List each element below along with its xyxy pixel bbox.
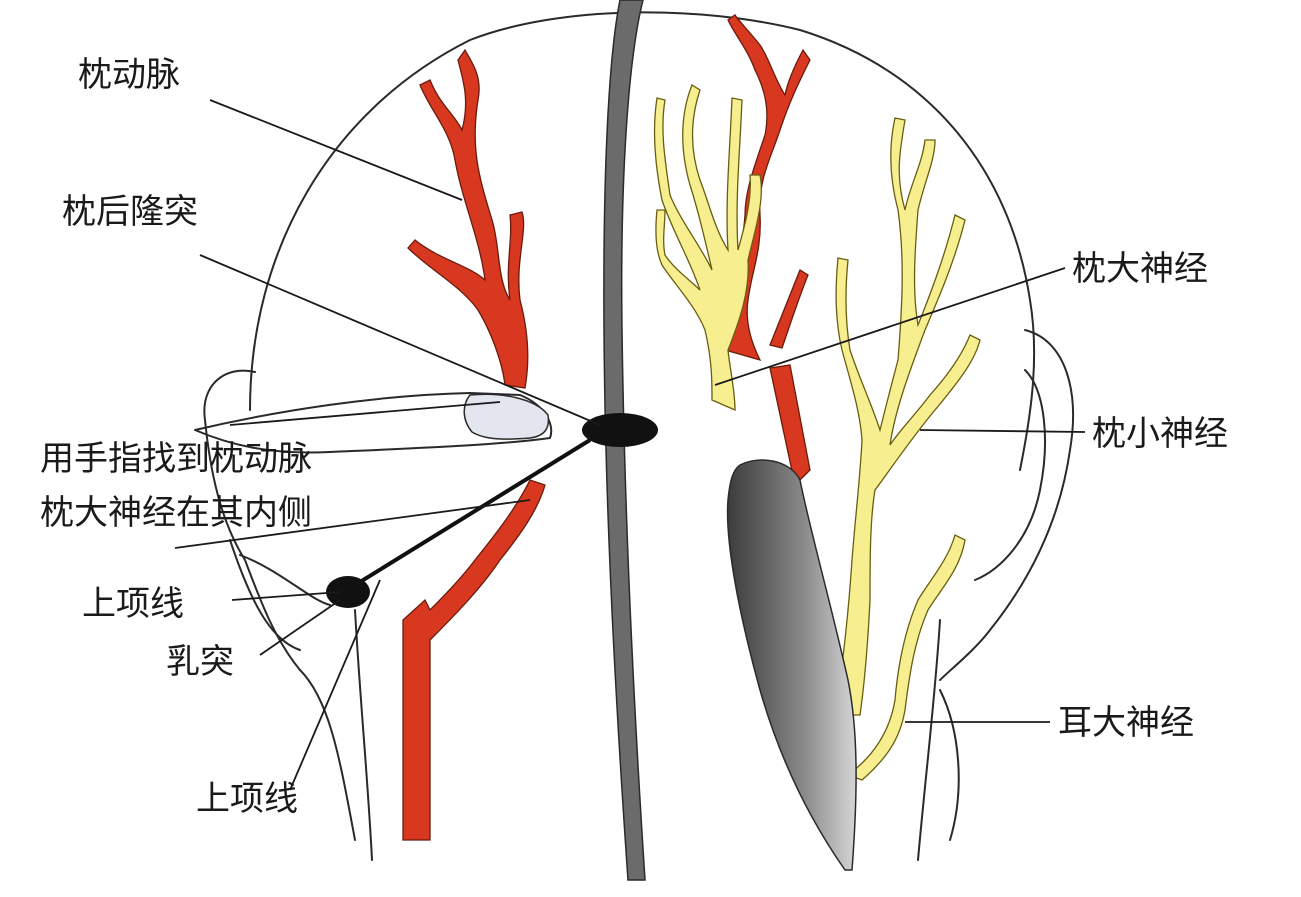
left-ear-outline: [203, 369, 301, 671]
leader-superior-nuchal-line-1: [231, 591, 341, 601]
right-ear-outline: [939, 329, 1074, 681]
leader-mastoid: [259, 599, 341, 656]
fingernail: [463, 393, 550, 440]
leader-occipital-artery: [209, 99, 463, 201]
skull-outline: [249, 11, 1036, 471]
leader-lesser-occipital-nerve: [919, 429, 1086, 433]
leader-greater-occipital-nerve: [714, 267, 1066, 386]
label-occipital-artery: 枕动脉: [78, 55, 180, 95]
neck-left-inner: [354, 609, 373, 861]
right-ear-inner: [974, 369, 1046, 581]
neck-right-outer: [917, 619, 941, 861]
label-find-artery-line1: 用手指找到枕动脉: [40, 439, 312, 479]
left-occipital-artery: [407, 48, 529, 389]
leader-find-artery-line1: [229, 401, 501, 426]
finger-outline: [194, 392, 553, 454]
mastoid-contour: [229, 539, 301, 651]
mastoid-marker: [326, 576, 370, 608]
label-lesser-occipital-nerve: 枕小神经: [1092, 414, 1228, 454]
label-superior-nuchal-line-2: 上项线: [196, 779, 298, 819]
great-auricular-nerve: [846, 534, 966, 781]
label-great-auricular-nerve: 耳大神经: [1058, 703, 1194, 743]
lesser-occipital-nerve: [834, 117, 981, 716]
label-greater-occipital-nerve: 枕大神经: [1072, 249, 1208, 289]
leader-superior-nuchal-line-2: [289, 579, 381, 791]
neck-right-ear-lobe: [939, 689, 960, 841]
neck-left-outer: [299, 669, 356, 841]
label-external-occipital-protuberance: 枕后隆突: [62, 192, 198, 232]
label-mastoid: 乳突: [166, 642, 234, 682]
label-superior-nuchal-line-1: 上项线: [82, 584, 184, 624]
mastoid-pointer-line: [358, 438, 592, 584]
trapezius-muscle-shape: [726, 459, 857, 871]
leader-find-artery-line2: [174, 499, 531, 549]
midline-structure: [603, 0, 646, 881]
left-occipital-artery-trunk: [402, 479, 546, 841]
leader-external-occipital-protuberance: [199, 254, 601, 426]
external-occipital-protuberance-marker: [582, 413, 658, 447]
label-find-artery-line2: 枕大神经在其内侧: [40, 493, 312, 533]
greater-occipital-nerve: [653, 84, 762, 411]
mastoid-inner: [239, 554, 331, 606]
